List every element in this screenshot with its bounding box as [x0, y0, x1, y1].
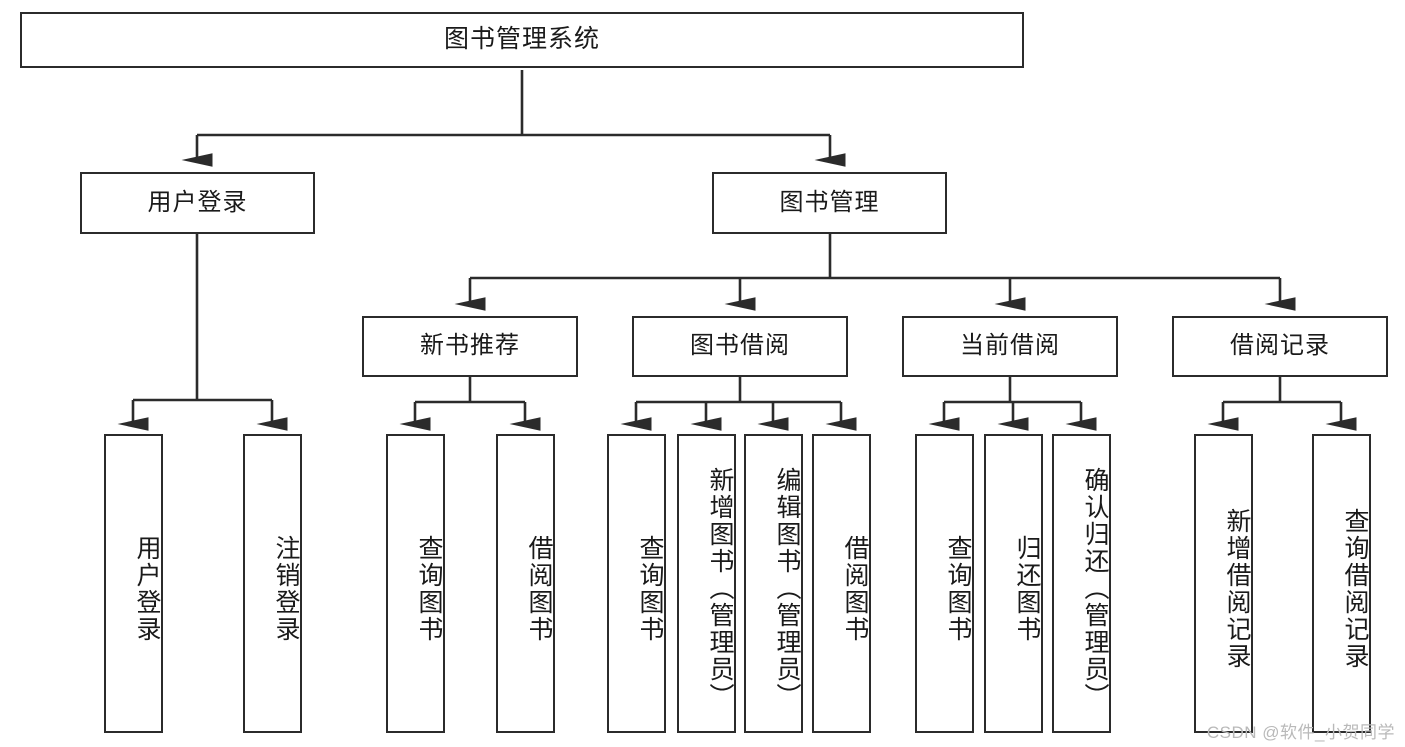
leaf-add-record[interactable]: 新增借阅记录 [1194, 434, 1253, 733]
node-label: 用户登录 [147, 188, 248, 216]
leaf-query-book-3[interactable]: 查询图书 [915, 434, 974, 733]
leaf-user-login[interactable]: 用户登录 [104, 434, 163, 733]
node-label: 借阅记录 [1230, 332, 1330, 360]
csdn-watermark: CSDN @软件_小贺同学 [1206, 723, 1395, 742]
node-label: 借阅图书 [525, 534, 553, 643]
node-label: 确认归还（管理员） [1081, 467, 1109, 710]
node-label: 图书管理 [779, 188, 880, 216]
leaf-query-book-2[interactable]: 查询图书 [607, 434, 666, 733]
leaf-borrow-book-2[interactable]: 借阅图书 [812, 434, 871, 733]
node-borrow-record[interactable]: 借阅记录 [1172, 316, 1388, 377]
leaf-query-book-1[interactable]: 查询图书 [386, 434, 445, 733]
node-book-borrow[interactable]: 图书借阅 [632, 316, 848, 377]
node-label: 用户登录 [133, 534, 161, 643]
node-label: 查询图书 [944, 534, 972, 643]
node-label: 图书借阅 [690, 332, 790, 360]
node-label: 归还图书 [1013, 534, 1041, 643]
leaf-return-book[interactable]: 归还图书 [984, 434, 1043, 733]
node-label: 借阅图书 [841, 534, 869, 643]
leaf-add-book[interactable]: 新增图书（管理员） [677, 434, 736, 733]
node-label: 图书管理系统 [443, 25, 600, 54]
node-label: 新增图书（管理员） [706, 467, 734, 710]
leaf-query-record[interactable]: 查询借阅记录 [1312, 434, 1371, 733]
node-label: 新增借阅记录 [1223, 507, 1251, 670]
node-label: 注销登录 [272, 534, 300, 643]
node-user-login[interactable]: 用户登录 [80, 172, 315, 234]
node-new-book-recommend[interactable]: 新书推荐 [362, 316, 578, 377]
leaf-edit-book[interactable]: 编辑图书（管理员） [744, 434, 803, 733]
node-label: 当前借阅 [960, 332, 1060, 360]
node-current-borrow[interactable]: 当前借阅 [902, 316, 1118, 377]
leaf-logout-login[interactable]: 注销登录 [243, 434, 302, 733]
leaf-confirm-return[interactable]: 确认归还（管理员） [1052, 434, 1111, 733]
node-label: 查询图书 [415, 534, 443, 643]
node-label: 新书推荐 [420, 332, 520, 360]
node-book-management[interactable]: 图书管理 [712, 172, 947, 234]
node-label: 编辑图书（管理员） [773, 467, 801, 710]
node-label: 查询图书 [636, 534, 664, 643]
leaf-borrow-book-1[interactable]: 借阅图书 [496, 434, 555, 733]
node-label: 查询借阅记录 [1341, 507, 1369, 670]
node-root-system[interactable]: 图书管理系统 [20, 12, 1024, 68]
